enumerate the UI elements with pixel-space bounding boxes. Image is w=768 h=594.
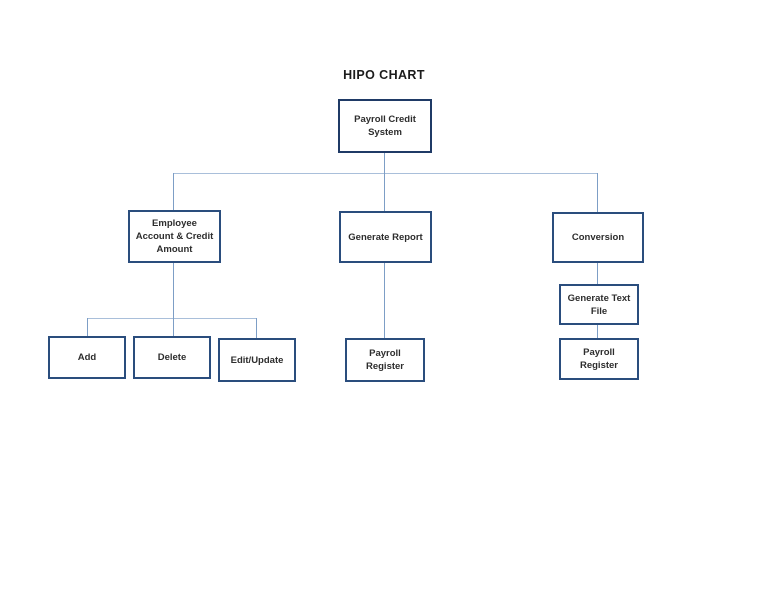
connector-drop-employee xyxy=(173,173,174,210)
node-delete: Delete xyxy=(133,336,211,379)
node-payroll-register-under-report: Payroll Register xyxy=(345,338,425,382)
connector-root-down xyxy=(384,153,385,173)
connector-drop-add xyxy=(87,318,88,336)
connector-drop-conversion xyxy=(597,173,598,212)
node-generate-report: Generate Report xyxy=(339,211,432,263)
node-conversion: Conversion xyxy=(552,212,644,263)
node-edit-update: Edit/Update xyxy=(218,338,296,382)
connector-conversion-down xyxy=(597,263,598,284)
node-payroll-register-under-conversion: Payroll Register xyxy=(559,338,639,380)
connector-employee-horizontal xyxy=(87,318,257,319)
chart-title: HIPO CHART xyxy=(343,68,425,82)
connector-drop-edit-update xyxy=(256,318,257,338)
connector-generate-text-down xyxy=(597,325,598,338)
connector-report-down xyxy=(384,263,385,338)
node-add: Add xyxy=(48,336,126,379)
connector-employee-down xyxy=(173,263,174,318)
node-employee-account-credit-amount: Employee Account & Credit Amount xyxy=(128,210,221,263)
node-generate-text-file: Generate Text File xyxy=(559,284,639,325)
connector-drop-generate-report xyxy=(384,173,385,211)
connector-level1-horizontal xyxy=(173,173,598,174)
connector-drop-delete xyxy=(173,318,174,336)
node-payroll-credit-system: Payroll Credit System xyxy=(338,99,432,153)
